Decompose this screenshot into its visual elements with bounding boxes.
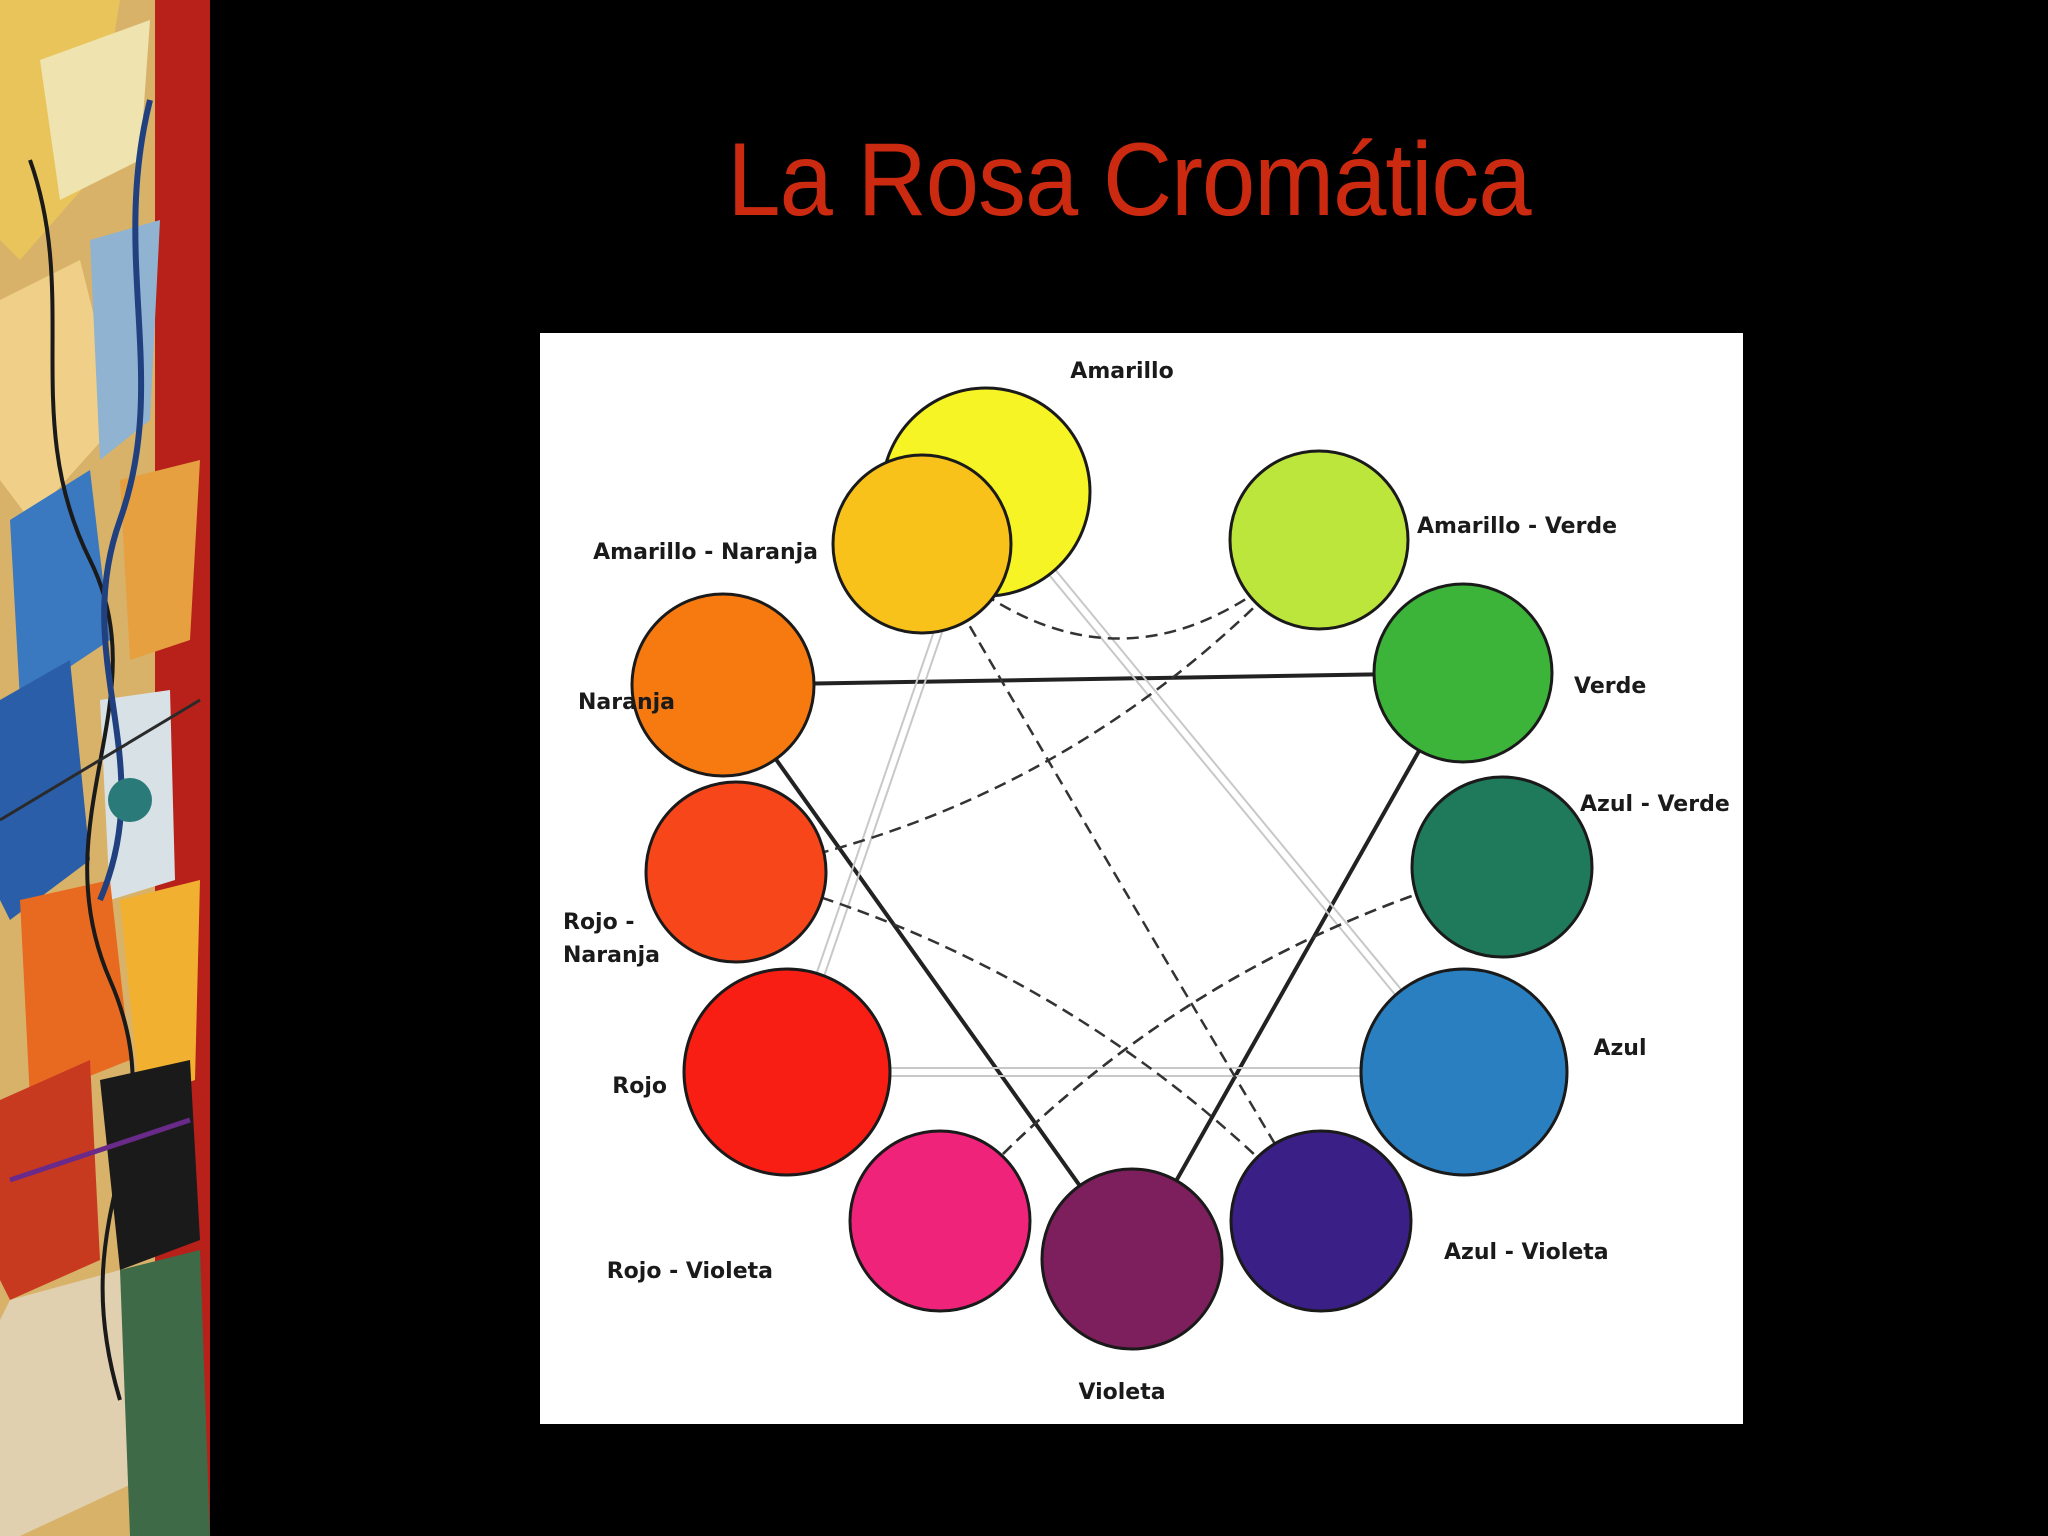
red-orange-label: Naranja [563, 943, 660, 968]
tertiary-dashed-line [920, 543, 1323, 1222]
slide-title: La Rosa Cromática [727, 122, 1531, 238]
yellow-orange-label: Amarillo - Naranja [593, 540, 818, 565]
red-orange-label: Rojo - [563, 910, 635, 935]
orange-circle [630, 592, 816, 778]
color-circles [630, 386, 1594, 1351]
yellow-orange-circle [831, 453, 1013, 635]
tertiary-dashed-line [735, 870, 1322, 1222]
primary-triangle-line [982, 493, 1462, 1076]
red-orange-circle [644, 780, 828, 964]
blue-green-label: Azul - Verde [1580, 792, 1730, 817]
orange-label: Naranja [578, 690, 675, 715]
tertiary-dashed-line [735, 539, 1320, 874]
red-circle [682, 967, 892, 1177]
violet-circle [1040, 1167, 1224, 1351]
green-label: Verde [1574, 674, 1646, 699]
violet-label: Violeta [1078, 1380, 1165, 1405]
blue-violet-label: Azul - Violeta [1444, 1240, 1609, 1265]
primary-triangle-line [988, 488, 1468, 1071]
yellow-green-circle [1228, 449, 1410, 631]
blue-label: Azul [1593, 1036, 1646, 1061]
blue-circle [1359, 967, 1569, 1177]
red-violet-label: Rojo - Violeta [607, 1259, 773, 1284]
green-circle [1372, 582, 1554, 764]
blue-green-circle [1410, 775, 1594, 959]
secondary-triangle-line [721, 683, 1134, 1261]
red-violet-circle [848, 1129, 1032, 1313]
blue-violet-circle [1229, 1129, 1413, 1313]
tertiary-dashed-line [939, 865, 1503, 1222]
secondary-triangle-line [1130, 672, 1465, 1260]
abstract-painting-strip [0, 0, 210, 1536]
red-label: Rojo [612, 1074, 667, 1099]
secondary-triangle-line [722, 671, 1464, 687]
yellow-green-label: Amarillo - Verde [1417, 514, 1617, 539]
yellow-label: Amarillo [1070, 359, 1173, 384]
